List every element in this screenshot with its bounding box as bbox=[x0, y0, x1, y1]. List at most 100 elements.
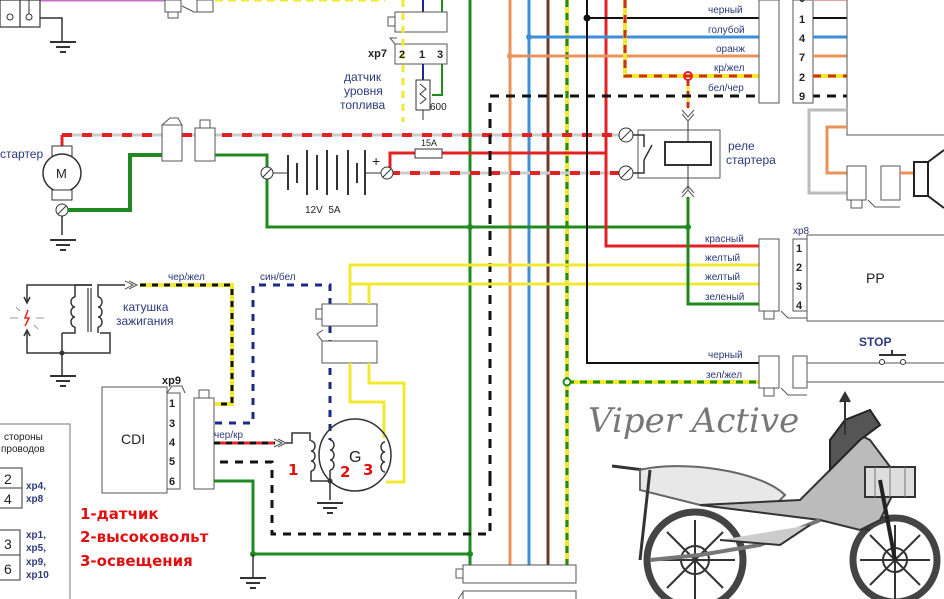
horn-icon bbox=[913, 149, 944, 209]
note-sensor: 1-датчик bbox=[80, 505, 159, 523]
ground-icon bbox=[50, 41, 76, 53]
wire-red-fuse bbox=[388, 151, 606, 173]
xp7-pin-3: 3 bbox=[437, 49, 443, 61]
wire-white-black-dashed bbox=[488, 94, 760, 480]
top-right-pin-9: 9 bbox=[799, 91, 805, 103]
legend-cell-3: 3 bbox=[4, 536, 12, 552]
legend-cell-6: 6 bbox=[4, 561, 12, 577]
connector-legend: стороны проводов 2 4 xp4, xp8 3 6 xp1, x… bbox=[0, 423, 71, 599]
wire-green-starter bbox=[68, 153, 162, 212]
wire-green-relay bbox=[470, 197, 690, 229]
xp8-pin-1: 1 bbox=[796, 243, 802, 255]
legend-cell-4: 4 bbox=[4, 491, 12, 507]
wire-label-coil: чер/жел bbox=[168, 272, 205, 283]
battery-plus: + bbox=[372, 153, 380, 169]
generator-connector bbox=[315, 303, 378, 364]
wire-label-red-yellow: кр/жел bbox=[714, 63, 745, 74]
wire-red-regulator bbox=[604, 153, 760, 248]
stop-label: STOP bbox=[859, 335, 891, 349]
brand-title: Viper Active bbox=[588, 401, 799, 441]
wire-black-stop bbox=[586, 18, 760, 364]
generator: G bbox=[286, 418, 392, 500]
wire-label-blue: голубой bbox=[708, 24, 745, 36]
top-connector bbox=[164, 0, 214, 19]
xp8-pin-4: 4 bbox=[796, 300, 803, 312]
top-right-pin-7: 7 bbox=[799, 52, 805, 64]
wire-label-yellow-2: желтый bbox=[705, 272, 740, 283]
relay-label-2: стартера bbox=[726, 153, 776, 167]
fuel-sensor-label-3: топлива bbox=[340, 98, 385, 112]
note-high-voltage: 2-высоковольт bbox=[80, 528, 209, 546]
ground-icon bbox=[50, 375, 76, 387]
ignition-coil-label-2: зажигания bbox=[116, 314, 174, 328]
stop-switch-icon[interactable] bbox=[879, 350, 906, 365]
wire-label-green: зеленый bbox=[705, 292, 744, 303]
legend-label-xp1: xp1, bbox=[26, 530, 46, 541]
wire-green-battery bbox=[215, 153, 470, 229]
xp9-pin-4: 4 bbox=[169, 437, 176, 449]
fuel-sensor-label-1: датчик bbox=[344, 70, 382, 84]
wire-label-red: красный bbox=[705, 234, 744, 245]
fuel-sensor-label-2: уровня bbox=[344, 84, 383, 98]
winding-label-2: 2 bbox=[340, 463, 350, 481]
legend-label-xp8: xp8 bbox=[26, 494, 44, 505]
xp7-pin-2: 2 bbox=[399, 49, 405, 61]
winding-label-1: 1 bbox=[288, 461, 298, 479]
cdi-label: CDI bbox=[121, 431, 145, 447]
xp8-pin-2: 2 bbox=[796, 262, 802, 274]
legend-label-xp9: xp9, bbox=[26, 557, 46, 568]
wire-orange-horn bbox=[825, 125, 850, 175]
battery-label: 12V 5A bbox=[305, 205, 341, 216]
connector-label-xp9: xp9 bbox=[162, 375, 181, 387]
wire-label-stop-black: черный bbox=[708, 350, 743, 361]
note-lighting: 3-освещения bbox=[80, 552, 193, 570]
top-right-connector-left bbox=[758, 0, 780, 104]
xp9-pin-6: 6 bbox=[169, 476, 175, 488]
wire-green-cdi-ground bbox=[214, 479, 470, 556]
starter-connector bbox=[161, 117, 216, 162]
ground-icon bbox=[317, 502, 343, 514]
regulator-label: PP bbox=[866, 270, 885, 286]
ignition-coil bbox=[26, 280, 139, 356]
fuse-icon bbox=[414, 148, 443, 159]
fuel-sensor-resistor bbox=[415, 79, 431, 111]
wire-label-white-black: бел/чер bbox=[708, 82, 744, 94]
regulator-connector-female bbox=[758, 238, 780, 312]
dashboard-block bbox=[846, 0, 944, 136]
relay-label-1: реле bbox=[728, 139, 755, 153]
legend-title-2: проводов bbox=[1, 444, 45, 455]
generator-symbol: G bbox=[349, 449, 361, 466]
wire-label-yellow-1: желтый bbox=[705, 253, 740, 264]
wire-gray-horn bbox=[807, 108, 848, 195]
top-right-connector-right bbox=[792, 0, 814, 104]
starter-motor: M bbox=[42, 145, 82, 201]
legend-cell-2: 2 bbox=[4, 471, 12, 487]
legend-label-xp4: xp4, bbox=[26, 481, 46, 492]
wire-label-orange: оранж bbox=[716, 44, 745, 55]
connector-label-xp8: xp8 bbox=[793, 226, 810, 237]
fuel-sensor-connector: xp7 2 1 3 600 датчик уровня топлива bbox=[340, 0, 448, 122]
fuel-sensor-resistance: 600 bbox=[430, 102, 447, 113]
cdi-pin-strip bbox=[166, 392, 181, 490]
battery-icon bbox=[260, 150, 394, 195]
cdi-connector bbox=[193, 397, 215, 490]
bottom-connector bbox=[455, 564, 577, 599]
horn-connector bbox=[846, 165, 914, 209]
wire-label-pickup: син/бел bbox=[260, 271, 296, 283]
starter-motor-symbol: M bbox=[56, 166, 67, 181]
wire-yellow-gen-2 bbox=[367, 282, 470, 304]
starter-label: стартер bbox=[0, 147, 43, 161]
spark-plug-icon bbox=[10, 296, 44, 337]
connector-label-xp7: xp7 bbox=[368, 48, 387, 60]
legend-label-xp5: xp5, bbox=[26, 543, 46, 554]
wire-label-stop-green-yellow: зел/жел bbox=[706, 370, 742, 381]
xp9-pin-3: 3 bbox=[169, 418, 175, 430]
wire-label-black: черный bbox=[708, 5, 743, 16]
cdi-box bbox=[101, 386, 168, 494]
winding-label-3: 3 bbox=[363, 461, 373, 479]
wire-label-cdi-out: чер/кр bbox=[214, 430, 243, 441]
top-right-pin-partial: 0 bbox=[799, 0, 805, 5]
starter-relay bbox=[618, 109, 721, 198]
legend-label-xp10: xp10 bbox=[26, 570, 49, 581]
top-right-pin-2: 2 bbox=[799, 72, 805, 84]
